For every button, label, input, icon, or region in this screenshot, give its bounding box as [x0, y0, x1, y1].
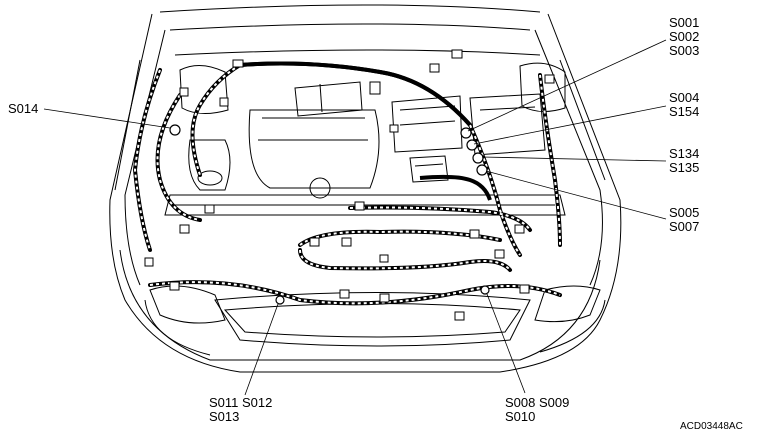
label-group-s014: S014 [8, 102, 38, 116]
reference-code: ACD03448AC [680, 421, 743, 432]
engine-components [164, 49, 566, 216]
label-group-s004-s154: S004 S154 [669, 91, 699, 119]
splice-label: S007 [669, 219, 700, 234]
splice-label: S011 S012 [209, 395, 273, 410]
wiring-harnesses [132, 61, 562, 306]
splice-label: S003 [669, 43, 700, 58]
leader-lines [43, 39, 667, 396]
splice-label: S001 [669, 15, 700, 30]
connectors [144, 49, 555, 321]
splice-label: S135 [669, 160, 700, 175]
splice-label: S008 S009 [505, 395, 570, 410]
label-group-s011-s013: S011 S012 S013 [209, 396, 272, 424]
label-group-s008-s010: S008 S009 S010 [505, 396, 569, 424]
label-group-s134-s135: S134 S135 [669, 147, 699, 175]
splice-label: S013 [209, 409, 240, 424]
splice-label: S134 [669, 146, 700, 161]
splice-label: S154 [669, 104, 700, 119]
splice-label: S002 [669, 29, 700, 44]
splice-label: S005 [669, 205, 700, 220]
splice-label: S010 [505, 409, 536, 424]
splice-label: S014 [8, 101, 39, 116]
label-group-s005-s007: S005 S007 [669, 206, 699, 234]
label-group-s001-s003: S001 S002 S003 [669, 16, 699, 58]
splice-label: S004 [669, 90, 700, 105]
